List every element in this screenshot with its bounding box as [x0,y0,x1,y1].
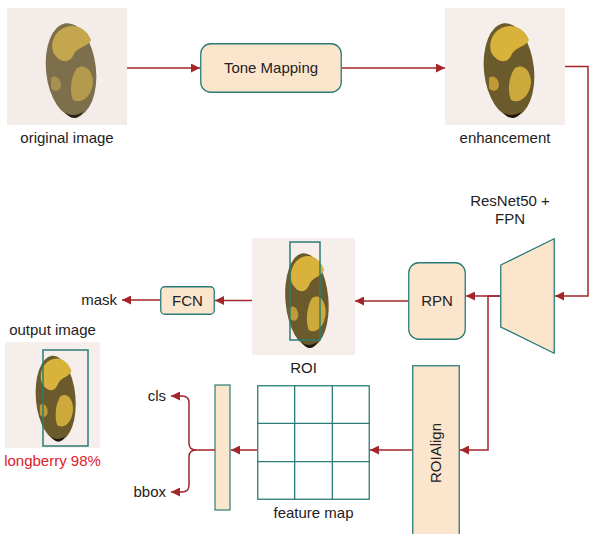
process-box: RPN [408,262,466,340]
roi-box [290,242,320,340]
fc-layer-bar [215,385,230,510]
fc-arrow [231,449,257,451]
feature-grid: feature map [257,385,370,500]
flow-arrow [215,300,252,302]
bean-photo [445,8,565,125]
flow-arrow [127,67,200,69]
grid-line [257,461,370,462]
trapezoid-outline [501,239,555,354]
caption: enhancement [460,129,551,146]
caption-slot: longberry 98% [4,452,101,470]
flow-arrow [342,67,445,69]
backbone-trapezoid: ResNet50 + FPN [500,238,555,354]
caption-slot: ResNet50 + FPN [468,192,552,228]
grid-line [294,385,295,500]
image-node: ROI [252,238,355,355]
process-box: Tone Mapping [200,43,342,93]
grid-lines [257,385,370,500]
box-label: ROIAlign [427,422,445,482]
bean-photo [7,8,127,125]
grid-line [332,385,333,500]
caption: longberry 98% [4,452,101,469]
flow-arrow [460,296,500,450]
bean-photo [5,342,100,448]
caption-slot: enhancement [460,129,551,147]
caption: original image [20,129,113,146]
box-label: Tone Mapping [224,59,318,77]
bbox-arrow [171,450,196,492]
output-label: bbox [66,483,166,501]
image-node: original image [7,8,127,125]
grid-outline [258,386,370,500]
caption: feature map [273,504,353,521]
caption: ROI [290,359,317,376]
image-node: output imagelongberry 98% [5,342,100,448]
caption-slot: ROI [290,359,317,377]
flow-arrow [355,300,408,302]
caption: output image [9,321,96,338]
bean-photo [252,238,355,355]
caption: ResNet50 + FPN [470,192,550,227]
output-label: cls [66,387,166,405]
layout-arrows [122,300,257,492]
node-outline [257,385,370,500]
caption-slot: output image [9,321,96,339]
box-outline [201,44,342,93]
caption-slot: original image [20,129,113,147]
flow-arrow [555,67,588,297]
detection-box [43,350,88,446]
image-node: enhancement [445,8,565,125]
box-outline [409,263,466,340]
box-outline [413,366,460,534]
flow-arrow [370,449,412,451]
process-box: FCN [160,286,215,315]
process-box: ROIAlign [412,365,460,534]
cls-arrow [171,396,215,450]
output-label: mask [17,291,117,309]
box-label: FCN [172,292,203,310]
grid-line [257,423,370,424]
caption-slot: feature map [273,504,353,522]
box-outline [161,287,215,315]
mask-arrow [122,299,160,301]
node-outline [500,238,555,354]
box-label: RPN [421,292,453,310]
